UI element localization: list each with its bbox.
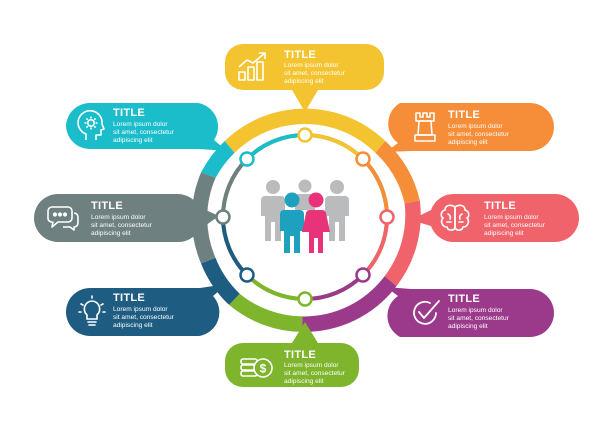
card-right-line-1: Lorem ipsum dolor xyxy=(484,214,539,221)
card-top-left: TITLE Lorem ipsum dolor sit amet, consec… xyxy=(66,103,216,149)
inner-arc-purple xyxy=(304,273,365,302)
inner-node-left xyxy=(215,209,231,225)
inner-arc-orange xyxy=(361,157,390,218)
card-top-right-line-1: Lorem ipsum dolor xyxy=(448,123,503,130)
chat-bubble-icon xyxy=(46,204,80,237)
card-bottom-right-line-1: Lorem ipsum dolor xyxy=(448,307,503,314)
card-right-line-3: adipiscing elit xyxy=(484,230,524,237)
card-bottom-line-1: Lorem ipsum dolor xyxy=(284,362,339,369)
inner-arc-navy xyxy=(220,216,249,277)
card-top-line-2: sit amet, consectetur xyxy=(284,70,345,77)
card-top-left-title: TITLE xyxy=(113,107,146,119)
ring-segment-top-left xyxy=(201,140,235,178)
svg-text:$: $ xyxy=(260,362,267,376)
inner-arc-gray xyxy=(220,157,249,218)
inner-node-bottom-left xyxy=(239,267,255,283)
inner-node-top-right xyxy=(355,151,371,167)
head-gear-icon xyxy=(76,109,108,147)
card-left-line-1: Lorem ipsum dolor xyxy=(91,214,146,221)
ring-segment-bottom xyxy=(229,293,303,332)
card-bottom-left-line-2: sit amet, consectetur xyxy=(113,314,174,321)
card-right-title: TITLE xyxy=(484,200,517,212)
growth-chart-icon xyxy=(237,50,271,87)
card-bottom-right-title: TITLE xyxy=(448,293,481,305)
card-left-title: TITLE xyxy=(91,200,124,212)
card-bottom-right: TITLE Lorem ipsum dolor sit amet, consec… xyxy=(400,289,554,337)
lightbulb-icon xyxy=(78,295,106,334)
inner-arc-coral xyxy=(361,216,390,277)
ring-segment-bottom-left xyxy=(201,257,240,305)
card-top-right-title: TITLE xyxy=(448,109,481,121)
card-top-right-line-3: adipiscing elit xyxy=(448,139,488,146)
card-shape-left xyxy=(34,194,219,243)
card-left-line-2: sit amet, consectetur xyxy=(91,222,152,229)
inner-node-bottom xyxy=(297,291,313,307)
inner-node-right xyxy=(379,209,395,225)
ring-segment-top-right xyxy=(375,140,420,204)
card-bottom-line-3: adipiscing elit xyxy=(284,378,324,385)
card-right: TITLE Lorem ipsum dolor sit amet, consec… xyxy=(431,194,579,242)
card-shape-bottom-right xyxy=(386,287,554,337)
card-left: TITLE Lorem ipsum dolor sit amet, consec… xyxy=(34,194,200,242)
coins-icon: $ xyxy=(239,351,273,386)
card-bottom-title: TITLE xyxy=(284,349,317,361)
card-bottom-left: TITLE Lorem ipsum dolor sit amet, consec… xyxy=(66,288,216,336)
ring-segment-top xyxy=(224,108,386,153)
brain-icon xyxy=(439,203,471,238)
inner-node-bottom-right xyxy=(355,267,371,283)
card-bottom-left-line-1: Lorem ipsum dolor xyxy=(113,306,168,313)
card-bottom-left-title: TITLE xyxy=(113,292,146,304)
card-top: TITLE Lorem ipsum dolor sit amet, consec… xyxy=(225,44,384,90)
inner-node-top xyxy=(297,127,313,143)
card-shape-top-right xyxy=(386,103,554,152)
card-bottom: $ TITLE Lorem ipsum dolor sit amet, cons… xyxy=(225,343,359,387)
card-top-left-line-2: sit amet, consectetur xyxy=(113,129,174,136)
card-top-left-line-3: adipiscing elit xyxy=(113,137,153,144)
card-shape-bottom-left xyxy=(66,284,227,336)
card-top-left-line-1: Lorem ipsum dolor xyxy=(113,121,168,128)
inner-arc-yellow xyxy=(304,132,365,161)
card-bottom-line-2: sit amet, consectetur xyxy=(284,370,345,377)
card-top-line-1: Lorem ipsum dolor xyxy=(284,62,339,69)
team-people-icon xyxy=(261,179,349,253)
card-top-line-3: adipiscing elit xyxy=(284,78,324,85)
card-top-right-line-2: sit amet, consectetur xyxy=(448,131,509,138)
chess-rook-icon xyxy=(412,111,438,148)
inner-arc-green xyxy=(245,273,306,302)
card-left-line-3: adipiscing elit xyxy=(91,230,131,237)
card-shape-top xyxy=(225,44,384,112)
inner-ring xyxy=(215,127,395,307)
card-right-line-2: sit amet, consectetur xyxy=(484,222,545,229)
card-shape-top-left xyxy=(66,102,227,151)
inner-arc-teal xyxy=(245,132,306,161)
inner-node-top-left xyxy=(239,151,255,167)
ring-segment-right xyxy=(384,200,421,287)
card-top-right: TITLE Lorem ipsum dolor sit amet, consec… xyxy=(400,103,554,151)
card-bottom-right-line-2: sit amet, consectetur xyxy=(448,315,509,322)
card-bottom-left-line-3: adipiscing elit xyxy=(113,322,153,329)
card-top-title: TITLE xyxy=(284,49,317,61)
checkmark-icon xyxy=(410,297,442,334)
card-bottom-right-line-3: adipiscing elit xyxy=(448,323,488,330)
ring-segment-bottom-right xyxy=(301,276,397,332)
